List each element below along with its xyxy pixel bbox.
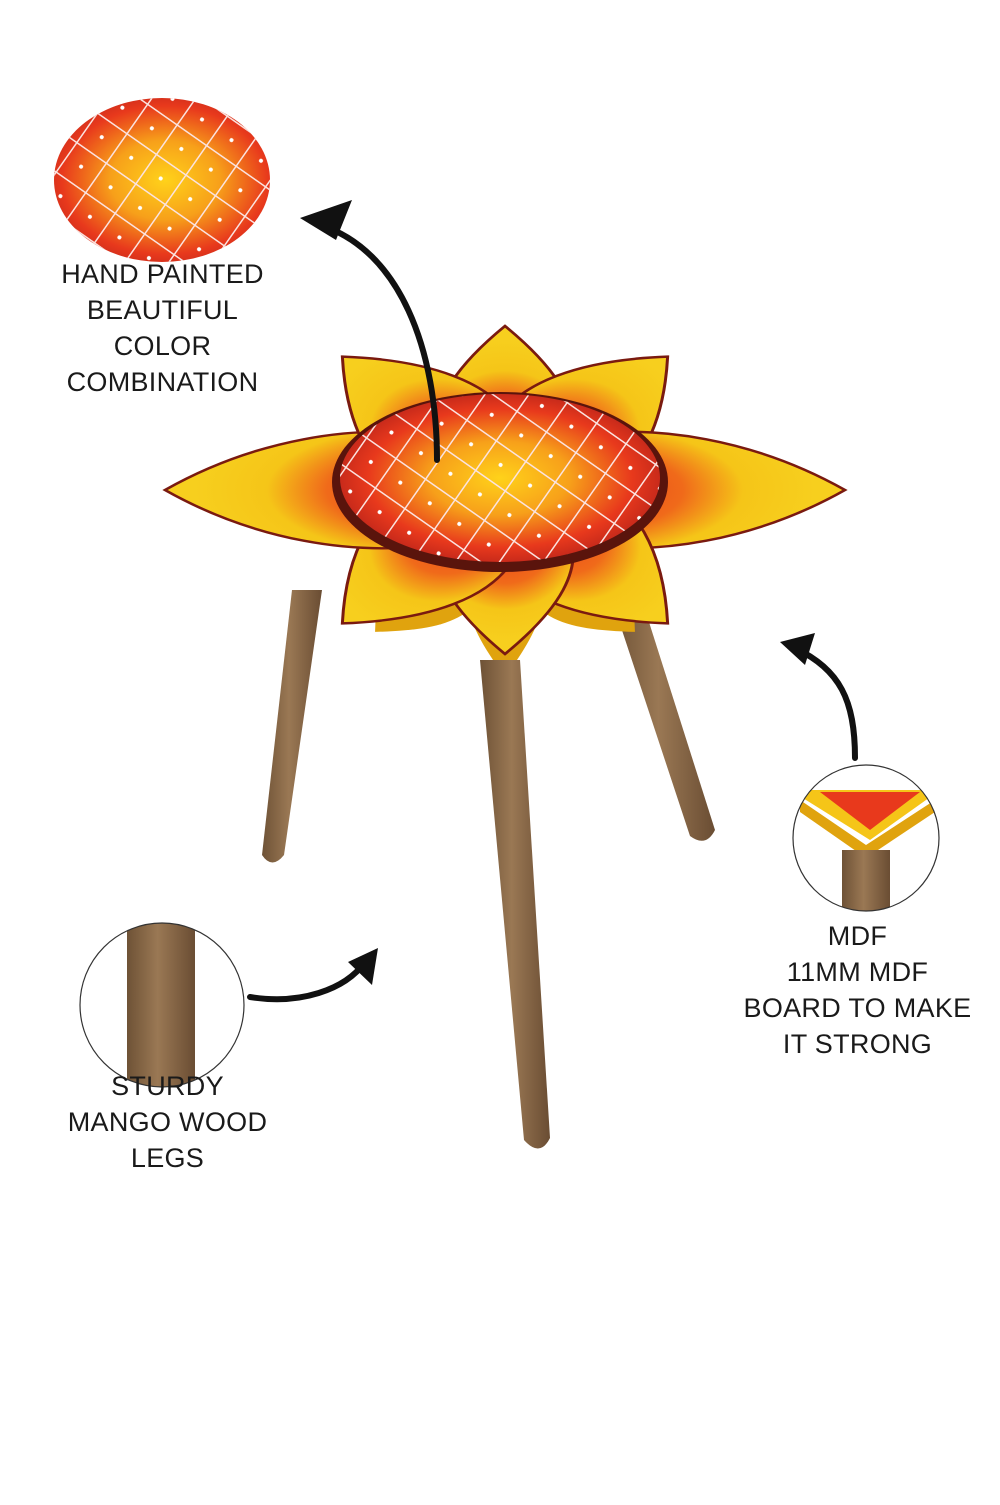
caption-line: IT STRONG bbox=[782, 1029, 933, 1059]
caption-line: STURDY bbox=[111, 1071, 224, 1101]
table-leg-back-left bbox=[262, 590, 322, 863]
table-leg-front bbox=[480, 660, 550, 1149]
caption-mango-wood-legs: STURDY MANGO WOOD LEGS bbox=[45, 1068, 290, 1176]
detail-zoom-paint bbox=[54, 98, 270, 262]
tabletop-center bbox=[332, 392, 668, 572]
detail-zoom-mdf bbox=[792, 764, 940, 912]
caption-line: MDF bbox=[827, 921, 888, 951]
caption-line: 11MM MDF bbox=[786, 957, 929, 987]
arrow-icon bbox=[300, 200, 440, 463]
detail-zoom-legs bbox=[79, 922, 245, 1088]
caption-line: BOARD TO MAKE bbox=[743, 993, 972, 1023]
caption-line: MANGO WOOD bbox=[67, 1107, 268, 1137]
sunflower-tabletop bbox=[162, 324, 848, 677]
arrow-icon bbox=[247, 948, 378, 1003]
caption-line: COMBINATION bbox=[66, 367, 259, 397]
table-leg-back-right bbox=[612, 600, 715, 841]
caption-line: BEAUTIFUL bbox=[86, 295, 239, 325]
arrow-icon bbox=[780, 633, 858, 761]
caption-line: COLOR bbox=[113, 331, 212, 361]
caption-mdf: MDF 11MM MDF BOARD TO MAKE IT STRONG bbox=[730, 918, 985, 1062]
caption-line: HAND PAINTED bbox=[61, 259, 264, 289]
caption-hand-painted: HAND PAINTED BEAUTIFUL COLOR COMBINATION bbox=[40, 256, 285, 400]
caption-line: LEGS bbox=[130, 1143, 205, 1173]
